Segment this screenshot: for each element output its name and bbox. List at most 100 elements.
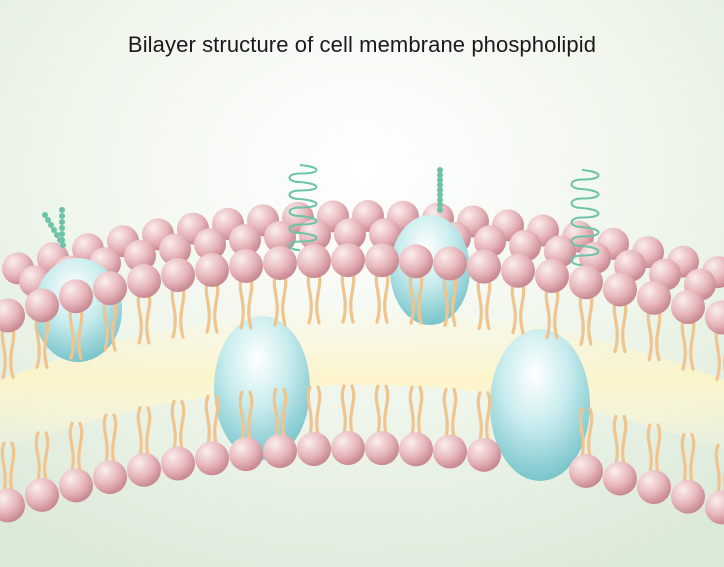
lipid-tail: [680, 433, 687, 489]
phospholipid-head: [474, 225, 506, 258]
phospholipid-head: [509, 229, 541, 262]
lipid-tail: [340, 384, 347, 440]
phospholipid-head: [637, 280, 671, 315]
phospholipid-head: [229, 437, 263, 472]
glyco-layer: [42, 164, 600, 266]
lipid-tail: [655, 423, 662, 479]
lipid-tail: [136, 406, 143, 462]
lipid-tail: [621, 297, 628, 354]
phospholipid-head: [433, 434, 467, 469]
phospholipid-head: [229, 224, 261, 257]
phospholipid-head: [0, 488, 25, 523]
transmembrane-protein: [214, 316, 310, 460]
lipid-tail: [442, 387, 449, 444]
lipid-tail: [136, 289, 143, 345]
phospholipid-head: [25, 288, 59, 323]
glyco-bead: [59, 219, 65, 225]
lipid-tail: [68, 421, 75, 478]
lipid-tail: [204, 394, 211, 450]
phospholipid-head: [433, 246, 467, 281]
phospholipid-head: [501, 253, 535, 288]
phospholipid-head: [365, 431, 399, 466]
phospholipid-head: [399, 432, 433, 467]
glyco-bead: [59, 231, 65, 237]
phospholipid-head: [535, 258, 569, 293]
phospholipid-head: [467, 437, 501, 472]
phospholipid-head: [195, 252, 229, 287]
lipid-tail: [417, 385, 424, 441]
phospholipid-head: [161, 257, 195, 292]
transmembrane-protein: [490, 329, 590, 481]
glyco-bead: [437, 192, 443, 198]
lipid-tail: [170, 399, 177, 456]
phospholipid-head: [399, 244, 433, 279]
lipid-tail: [179, 399, 186, 456]
phospholipid-head: [331, 431, 365, 466]
phospholipid-head: [297, 244, 331, 279]
glyco-bead: [59, 237, 65, 243]
back-layer: [2, 200, 724, 301]
lipid-tail: [315, 385, 322, 441]
phospholipid-head: [161, 446, 195, 481]
phospholipid-head: [637, 470, 671, 505]
lipid-tail: [0, 323, 7, 380]
lipid-tail: [349, 384, 356, 440]
glyco-bead: [48, 222, 54, 228]
glyco-bead: [54, 232, 60, 238]
phospholipid-head: [603, 272, 637, 307]
phospholipid-head: [159, 233, 191, 266]
lipid-tail: [689, 433, 696, 489]
front-layer: [0, 243, 724, 525]
glyco-bead: [437, 202, 443, 208]
lipid-tail: [111, 413, 118, 469]
glyco-bead: [59, 225, 65, 231]
phospholipid-head: [369, 218, 401, 251]
glyco-bead: [437, 182, 443, 188]
lipid-tail: [374, 384, 381, 440]
carbohydrate-chain: [570, 169, 600, 266]
glyco-bead: [437, 187, 443, 193]
phospholipid-head: [59, 279, 93, 314]
phospholipid-head: [263, 434, 297, 469]
phospholipid-head: [365, 243, 399, 278]
phospholipid-head: [569, 453, 603, 488]
lipid-tail: [612, 414, 619, 471]
lipid-tail: [553, 284, 560, 340]
lipid-tail: [646, 306, 653, 362]
phospholipid-head: [124, 239, 156, 272]
phospholipid-head: [263, 245, 297, 280]
glyco-bead: [45, 217, 51, 223]
glyco-bead: [60, 242, 66, 248]
phospholipid-head: [671, 479, 705, 514]
lipid-tail: [102, 413, 109, 469]
phospholipid-head: [569, 265, 603, 300]
lipid-tail: [213, 394, 220, 450]
lipid-tail: [306, 385, 313, 441]
diagram-title: Bilayer structure of cell membrane phosp…: [127, 32, 597, 57]
lipid-tail: [680, 315, 687, 371]
glyco-bead: [437, 167, 443, 173]
phospholipid-head: [603, 461, 637, 496]
phospholipid-head: [297, 432, 331, 467]
glyco-bead: [51, 227, 57, 233]
phospholipid-head: [334, 218, 366, 251]
phospholipid-head: [127, 264, 161, 299]
carbohydrate-chain: [288, 164, 318, 251]
phospholipid-head: [229, 248, 263, 283]
glyco-bead: [437, 197, 443, 203]
phospholipid-head: [331, 243, 365, 278]
phospholipid-head: [25, 477, 59, 512]
phospholipid-head: [195, 441, 229, 476]
lipid-tail: [408, 385, 415, 441]
lipid-tail: [476, 391, 483, 447]
glyco-bead: [59, 207, 65, 213]
phospholipid-head: [264, 220, 296, 253]
phospholipid-head: [194, 228, 226, 261]
glyco-bead: [437, 177, 443, 183]
lipid-tail: [714, 325, 721, 381]
lipid-tail: [612, 297, 619, 354]
phospholipid-head: [59, 468, 93, 503]
phospholipid-head: [671, 290, 705, 325]
phospholipid-head: [93, 460, 127, 495]
